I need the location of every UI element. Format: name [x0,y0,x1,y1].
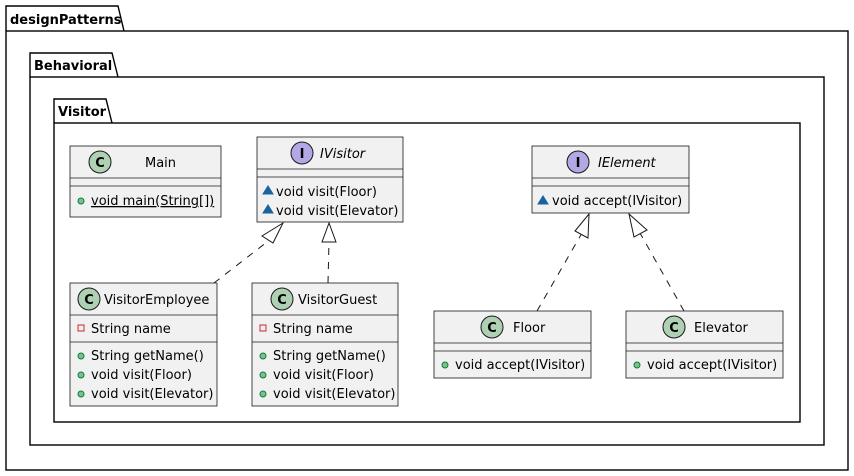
public-visibility-icon [259,352,267,360]
realization-arrowhead [321,221,337,243]
realization-arrowhead [628,212,648,238]
public-visibility-icon [633,361,641,369]
interface-ielement-method: void accept(IVisitor) [552,194,682,209]
class-floor-method: void accept(IVisitor) [455,358,585,373]
class-stereotype-icon [662,315,686,339]
package-behavioral-title: Behavioral [34,59,112,74]
class-floor-name: Floor [513,321,546,336]
class-visitorguest[interactable]: C VisitorGuest String name String getNam… [251,282,399,407]
package-visibility-icon [262,185,274,195]
class-elevator-method: void accept(IVisitor) [647,358,777,373]
interface-stereotype-letter: I [576,156,581,171]
class-visitoremployee-method: void visit(Floor) [91,368,192,383]
realization-arrowhead [261,221,285,244]
class-visitorguest-name: VisitorGuest [298,293,377,308]
class-visitoremployee[interactable]: C VisitorEmployee String name String get… [69,282,218,407]
class-visitoremployee-method: String getName() [91,349,204,364]
public-visibility-icon [77,352,85,360]
class-stereotype-letter: C [277,293,287,308]
package-designpatterns: designPatterns [5,5,849,471]
package-designpatterns-title: designPatterns [10,13,122,28]
public-visibility-icon [77,371,85,379]
package-visibility-icon [537,195,549,205]
private-visibility-icon [77,324,85,332]
class-visitoremployee-method: void visit(Elevator) [91,387,213,402]
relation-visitorguest-ivisitor [327,240,330,284]
class-stereotype-letter: C [669,321,679,336]
class-stereotype-icon [270,287,294,311]
package-visitor: Visitor [53,98,801,423]
class-elevator-name: Elevator [694,321,749,336]
class-elevator[interactable]: C Elevator void accept(IVisitor) [625,310,784,379]
public-visibility-icon [77,390,85,398]
package-visibility-icon [262,204,274,214]
relation-visitoremployee-ivisitor [213,234,277,284]
private-visibility-icon [259,324,267,332]
class-visitoremployee-name: VisitorEmployee [104,293,209,308]
interface-ivisitor-method: void visit(Elevator) [276,204,398,219]
interface-stereotype-icon [566,150,590,174]
interface-ielement-name: IElement [598,156,657,171]
public-visibility-icon [77,197,85,205]
class-stereotype-icon [480,315,504,339]
interface-ivisitor[interactable]: I IVisitor void visit(Floor) void visit(… [256,136,404,223]
public-visibility-icon [441,361,449,369]
interface-ielement[interactable]: I IElement void accept(IVisitor) [531,145,690,214]
class-main-method: void main(String[]) [91,194,214,209]
public-visibility-icon [259,371,267,379]
class-stereotype-icon [88,150,112,174]
class-stereotype-letter: C [487,321,497,336]
interface-stereotype-letter: I [300,147,305,162]
realization-arrowhead [574,212,590,239]
relations [213,212,685,312]
class-visitorguest-method: void visit(Elevator) [273,387,395,402]
class-stereotype-icon [77,287,101,311]
interface-ivisitor-method: void visit(Floor) [276,185,377,200]
class-visitoremployee-field: String name [91,322,171,337]
class-stereotype-letter: C [95,156,105,171]
class-main-name: Main [145,156,176,171]
relation-elevator-ielement [639,232,685,312]
class-floor[interactable]: C Floor void accept(IVisitor) [433,310,592,379]
class-visitorguest-field: String name [273,322,353,337]
class-main[interactable]: C Main void main(String[]) [69,145,222,218]
interface-ivisitor-name: IVisitor [320,147,367,162]
class-visitorguest-method: void visit(Floor) [273,368,374,383]
package-behavioral: Behavioral [29,52,825,446]
class-visitorguest-method: String getName() [273,349,386,364]
public-visibility-icon [259,390,267,398]
relation-floor-ielement [536,232,583,312]
package-visitor-title: Visitor [58,105,107,120]
interface-stereotype-icon [290,141,314,165]
class-stereotype-letter: C [84,293,94,308]
